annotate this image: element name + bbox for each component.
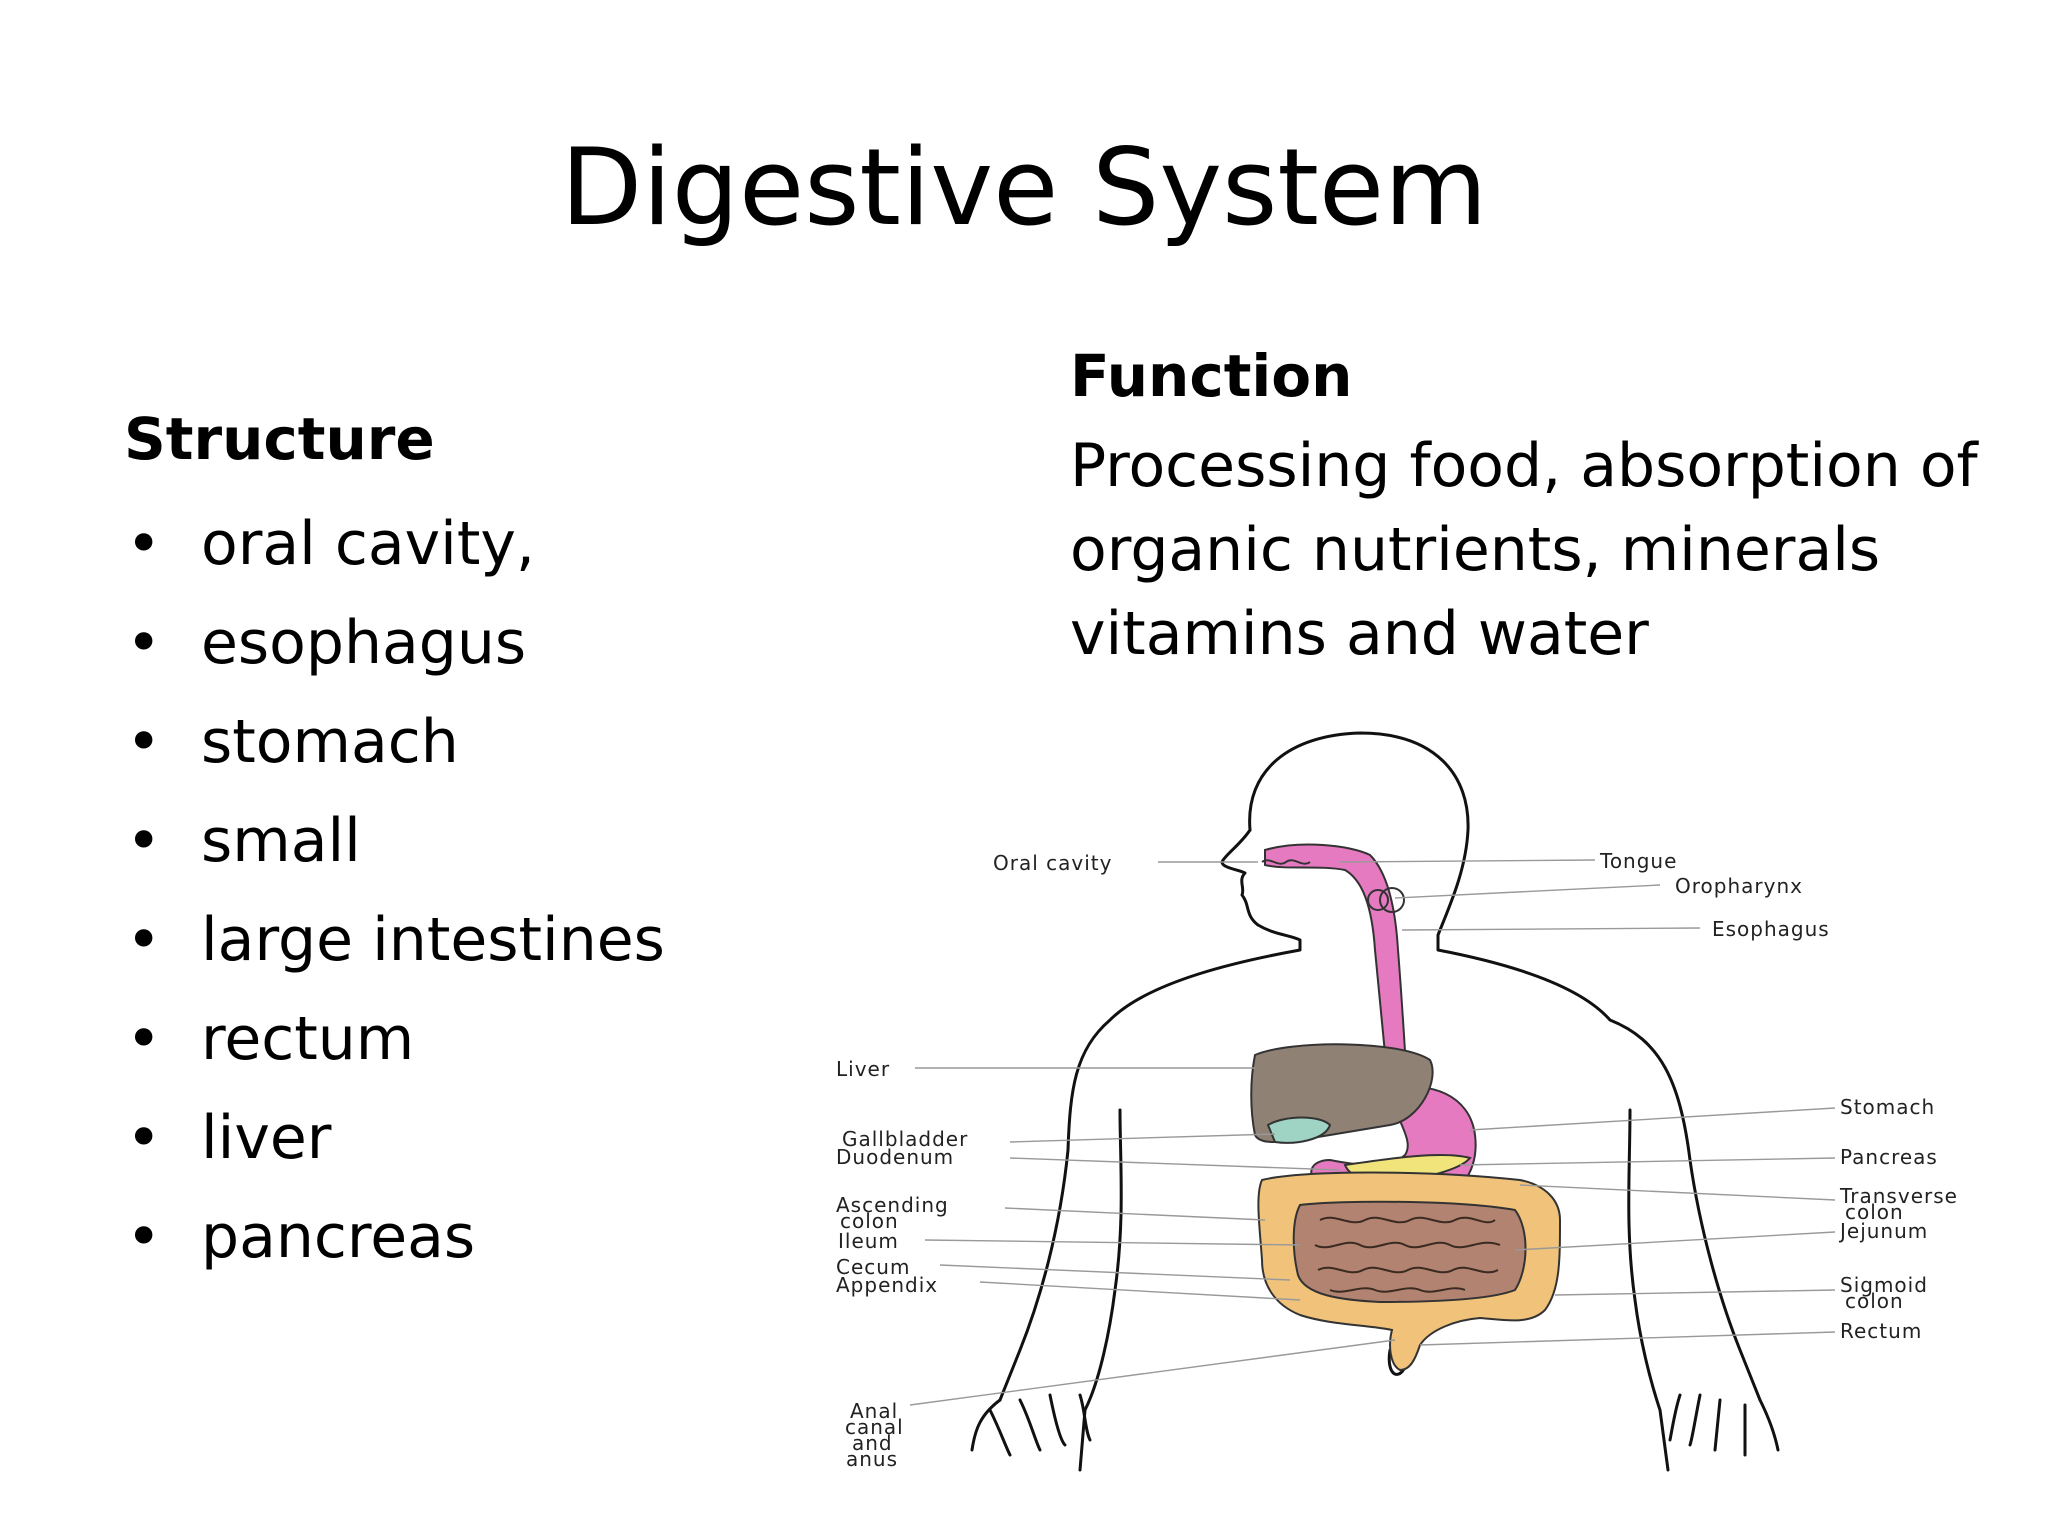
list-item: •rectum [124,990,844,1089]
label-stomach: Stomach [1840,1095,1935,1119]
label-cecum: Cecum [836,1255,910,1279]
bullet-icon: • [126,904,162,975]
gallbladder-shape [1266,1116,1332,1144]
bullet-icon: • [126,508,162,579]
right-labels: Tongue Oropharynx Esophagus Stomach Panc… [1599,849,1958,1343]
organs [1250,843,1562,1372]
label-liver: Liver [836,1057,890,1081]
bullet-icon: • [126,805,162,876]
label-and: and [852,1431,893,1455]
label-gallbladder: Gallbladder [842,1127,968,1151]
structure-list: •oral cavity, •esophagus •stomach •small… [124,495,844,1287]
label-canal: canal [845,1415,904,1439]
mouth-teeth [1261,859,1311,865]
bullet-icon: • [126,1201,162,1272]
label-tongue: Tongue [1599,849,1677,873]
label-ascending-colon: colon [840,1209,899,1233]
list-item: •small [124,792,844,891]
function-heading: Function [1070,342,1353,410]
label-oral-cavity: Oral cavity [993,851,1112,875]
label-transverse: Transverse [1839,1184,1958,1208]
oropharynx-ring [1379,887,1405,913]
slide-title: Digestive System [560,126,1488,249]
label-esophagus: Esophagus [1712,917,1830,941]
label-ileum: Ileum [838,1229,899,1253]
bullet-icon: • [126,1003,162,1074]
intestine-coils [1314,1216,1501,1293]
oropharynx-ring [1367,889,1389,911]
label-duodenum: Duodenum [836,1145,954,1169]
label-anus: anus [846,1447,898,1471]
label-oropharynx: Oropharynx [1675,874,1803,898]
label-appendix: Appendix [836,1273,938,1297]
leader-lines [909,859,1836,1406]
structure-section: Structure •oral cavity, •esophagus •stom… [124,405,844,1287]
left-labels: Oral cavity Liver Gallbladder Duodenum A… [836,851,1112,1471]
list-item: •stomach [124,693,844,792]
label-anal: Anal [850,1399,898,1423]
structure-heading: Structure [124,405,435,473]
list-item: •esophagus [124,594,844,693]
label-transverse-colon: colon [1845,1200,1904,1224]
label-rectum: Rectum [1840,1319,1922,1343]
digestive-system-diagram: Oral cavity Liver Gallbladder Duodenum A… [820,700,2020,1480]
label-sigmoid: Sigmoid [1840,1273,1928,1297]
list-item: •large intestines [124,891,844,990]
label-sigmoid-colon: colon [1845,1289,1904,1313]
list-item: •liver [124,1089,844,1188]
bullet-icon: • [126,1102,162,1173]
bullet-icon: • [126,607,162,678]
list-item: •oral cavity, [124,495,844,594]
function-section: Function Processing food, absorption of … [1070,342,1990,676]
bullet-icon: • [126,706,162,777]
small-intestine-shape [1292,1200,1527,1304]
label-pancreas: Pancreas [1840,1145,1938,1169]
label-ascending: Ascending [836,1193,949,1217]
label-jejunum: Jejunum [1838,1219,1928,1243]
function-description: Processing food, absorption of organic n… [1070,430,1978,669]
list-item: •pancreas [124,1188,844,1287]
digestive-diagram-svg: Oral cavity Liver Gallbladder Duodenum A… [836,731,1958,1472]
